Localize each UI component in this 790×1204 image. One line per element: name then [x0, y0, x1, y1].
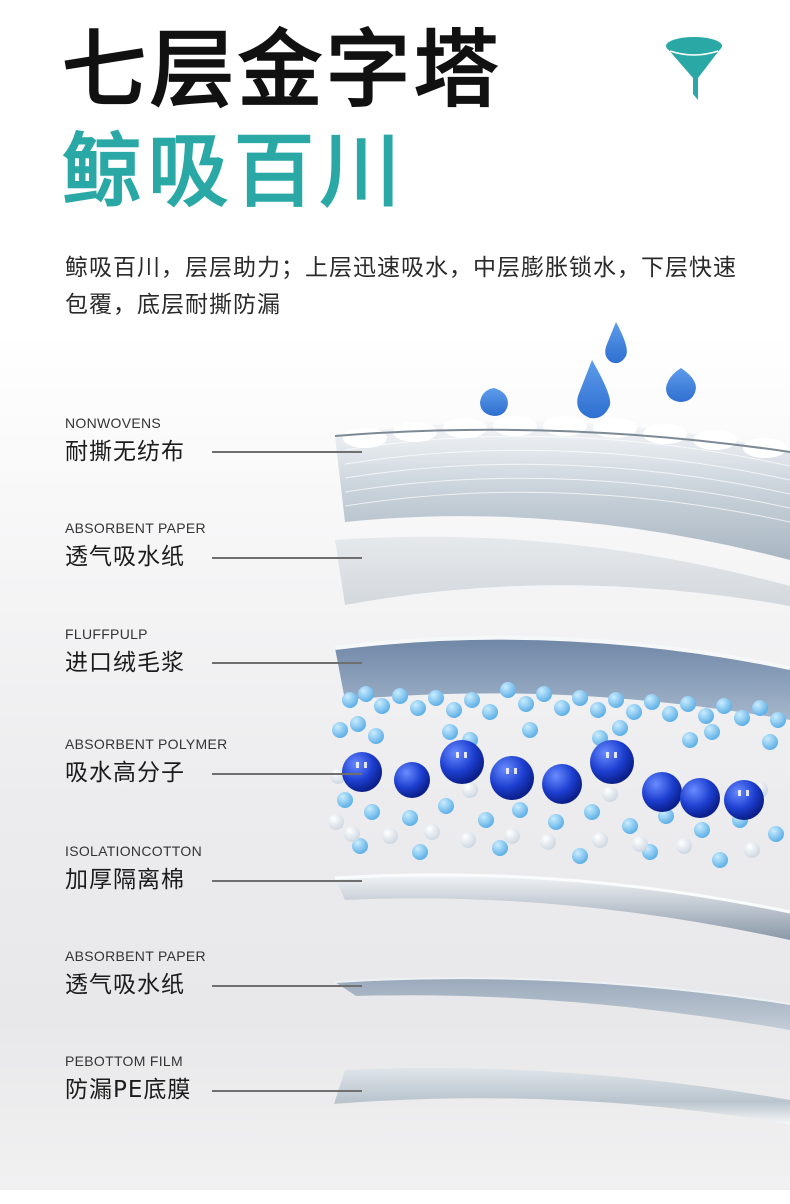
- layer-label-isolation-cotton: ISOLATIONCOTTON 加厚隔离棉: [65, 842, 202, 894]
- polymer-particles: [328, 682, 786, 868]
- connector-line: [212, 880, 362, 882]
- connector-line: [212, 773, 362, 775]
- layer-cn-label: 透气吸水纸: [65, 544, 185, 570]
- connector-line: [212, 557, 362, 559]
- layer-label-absorbent-paper: ABSORBENT PAPER 透气吸水纸: [65, 519, 206, 571]
- layer-en-label: ABSORBENT POLYMER: [65, 736, 228, 752]
- layer-label-absorbent-paper-2: ABSORBENT PAPER 透气吸水纸: [65, 947, 206, 999]
- water-drops: [480, 322, 696, 419]
- layer-cn-label: 防漏PE底膜: [65, 1077, 192, 1103]
- layer-en-label: ABSORBENT PAPER: [65, 948, 206, 964]
- layer-en-label: FLUFFPULP: [65, 626, 148, 642]
- layer-cn-label: 透气吸水纸: [65, 972, 185, 998]
- layer-cn-label: 吸水高分子: [65, 760, 185, 786]
- funnel-icon: [666, 37, 722, 100]
- layer-en-label: ABSORBENT PAPER: [65, 520, 206, 536]
- layer-cn-label: 加厚隔离棉: [65, 867, 185, 893]
- layer-en-label: ISOLATIONCOTTON: [65, 843, 202, 859]
- connector-line: [212, 1090, 362, 1092]
- layer-cn-label: 进口绒毛浆: [65, 650, 185, 676]
- layer-label-absorbent-polymer: ABSORBENT POLYMER 吸水高分子: [65, 735, 228, 787]
- connector-line: [212, 985, 362, 987]
- layer-en-label: NONWOVENS: [65, 415, 162, 431]
- layer-en-label: PEBOTTOM FILM: [65, 1053, 183, 1069]
- layer-label-fluffpulp: FLUFFPULP 进口绒毛浆: [65, 625, 185, 677]
- layer-label-pe-bottom-film: PEBOTTOM FILM 防漏PE底膜: [65, 1052, 191, 1104]
- layer-cn-label: 耐撕无纺布: [65, 439, 185, 465]
- connector-line: [212, 451, 362, 453]
- page-title: 七层金字塔: [62, 21, 503, 119]
- description-text: 鲸吸百川，层层助力；上层迅速吸水，中层膨胀锁水，下层快速包覆，底层耐撕防漏: [65, 255, 737, 318]
- page-subtitle: 鲸吸百川: [62, 125, 406, 218]
- connector-line: [212, 662, 362, 664]
- layer-label-nonwovens: NONWOVENS 耐撕无纺布: [65, 414, 185, 466]
